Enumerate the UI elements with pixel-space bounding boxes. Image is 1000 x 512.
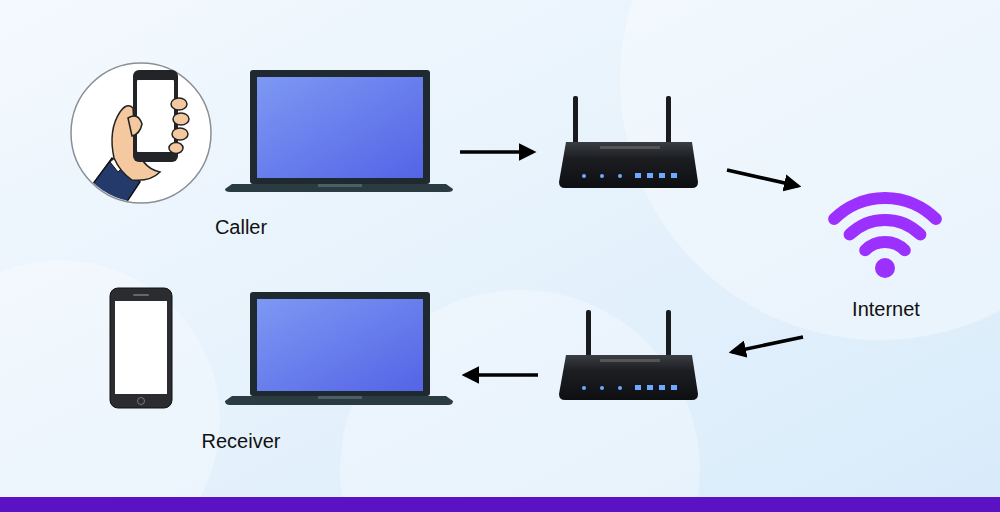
- background-glow: [0, 260, 220, 512]
- flow-arrow: [465, 373, 538, 377]
- laptop-base: [225, 396, 453, 405]
- hand-phone-icon: [70, 63, 211, 215]
- laptop-screen: [257, 299, 423, 391]
- wifi-arc: [834, 198, 936, 219]
- network-node: Internet: [820, 190, 950, 325]
- node-label: Receiver: [191, 429, 291, 453]
- flow-arrow: [727, 170, 798, 186]
- router-led: [618, 174, 622, 178]
- router-leds: [582, 173, 677, 178]
- flow-arrow: [460, 150, 533, 154]
- flow-arrow: [732, 337, 803, 352]
- router-vent: [600, 146, 660, 149]
- router-icon: [559, 96, 698, 188]
- wifi-arc: [850, 220, 921, 235]
- wifi-dot: [875, 258, 895, 278]
- icon-circle: [71, 63, 211, 203]
- router-led: [618, 386, 622, 390]
- router-icon: [559, 310, 698, 400]
- router-led: [600, 386, 604, 390]
- router-antenna: [573, 96, 578, 146]
- phone-body: [110, 288, 172, 408]
- thumb: [128, 116, 142, 136]
- finger: [169, 143, 183, 154]
- router-led: [659, 173, 665, 178]
- laptop-icon: [225, 70, 453, 192]
- device-group: Caller: [60, 55, 460, 245]
- finger: [173, 113, 189, 125]
- router-led: [671, 173, 677, 178]
- finger: [171, 98, 187, 110]
- router-body: [559, 142, 698, 188]
- router-led: [671, 385, 677, 390]
- router-led: [647, 173, 653, 178]
- wifi-symbol: [834, 198, 936, 250]
- router-led: [635, 385, 641, 390]
- laptop-screen: [257, 77, 423, 178]
- footer-bar: [0, 497, 1000, 512]
- laptop-notch: [318, 184, 362, 187]
- laptop-icon: [225, 292, 453, 405]
- router-led: [600, 174, 604, 178]
- router-led: [647, 385, 653, 390]
- laptop-bezel: [250, 292, 430, 396]
- router-led: [635, 173, 641, 178]
- laptop-base: [225, 184, 453, 192]
- node-label: Internet: [836, 297, 936, 321]
- router-leds: [582, 385, 677, 390]
- phone-speaker: [133, 294, 149, 296]
- laptop-notch: [318, 396, 362, 399]
- phone-button: [138, 398, 145, 405]
- router-led: [582, 174, 586, 178]
- wifi-arc: [865, 242, 905, 250]
- router-antenna: [666, 96, 671, 146]
- device-group: Receiver: [95, 280, 460, 455]
- node-label: Caller: [191, 215, 291, 239]
- router-antenna: [666, 310, 671, 360]
- phone-icon: [110, 288, 172, 408]
- finger: [172, 128, 188, 140]
- phone-screen: [137, 80, 174, 152]
- router-antenna: [586, 310, 591, 360]
- router-led: [659, 385, 665, 390]
- router-led: [582, 386, 586, 390]
- phone-screen: [115, 301, 167, 394]
- flow-arrows: [460, 152, 803, 375]
- laptop-bezel: [250, 70, 430, 184]
- router-vent: [600, 359, 660, 362]
- router-body: [559, 355, 698, 400]
